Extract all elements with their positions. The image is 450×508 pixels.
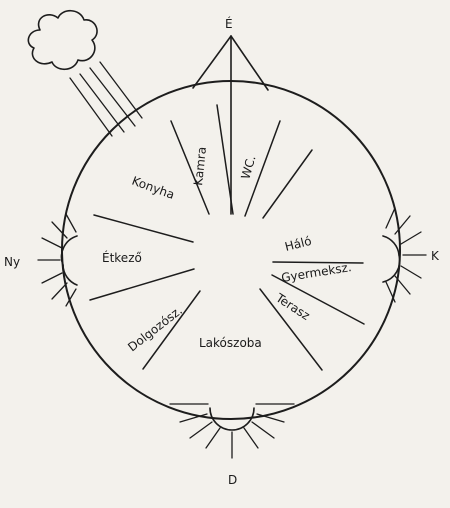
room-label-halo: Háló [283,234,313,254]
room-label-etkezo: Étkező [102,250,142,265]
room-dividers [90,105,364,370]
compass-south-label: D [228,473,237,487]
room-label-dolgozosz: Dolgozósz. [125,303,185,354]
room-label-wc: WC. [238,154,258,181]
north-arrow [193,36,268,214]
sun-east-icon [383,208,426,302]
room-label-gyermeksz: Gyermeksz. [280,260,352,285]
compass-north-label: É [225,16,233,31]
cloud-icon [28,11,97,70]
room-label-lakoszoba: Lakószoba [199,336,262,350]
room-label-terasz: Terasz [273,290,313,323]
sun-rays-nw [70,62,142,136]
compass-west-label: Ny [4,255,20,269]
sun-west-icon [38,214,77,306]
compass-east-label: K [431,249,440,263]
room-label-kamra: Kamra [191,146,209,186]
room-label-konyha: Konyha [130,174,176,202]
